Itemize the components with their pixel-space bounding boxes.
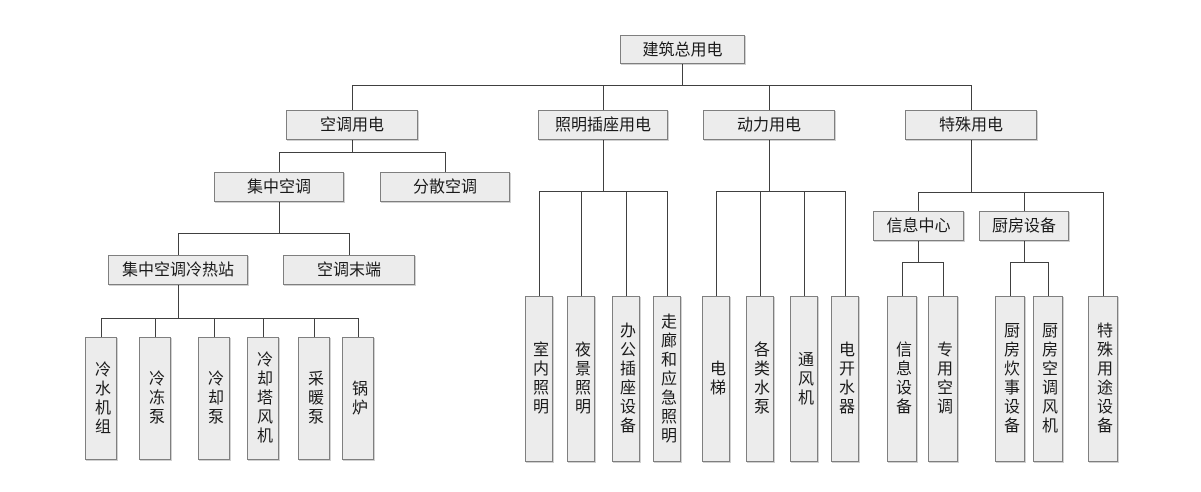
- connector-line: [626, 191, 627, 296]
- connector-line: [804, 191, 805, 296]
- connector-line: [769, 85, 770, 110]
- node-chilled-water-pump: 冷冻泵: [139, 337, 171, 460]
- connector-line: [902, 262, 903, 296]
- connector-line: [682, 64, 683, 85]
- connector-line: [539, 191, 540, 296]
- node-hvac-terminal: 空调末端: [283, 255, 415, 285]
- node-hvac: 空调用电: [286, 110, 418, 140]
- connector-line: [539, 191, 667, 192]
- connector-line: [178, 285, 179, 318]
- node-cooling-tower-fan: 冷却塔风机: [247, 337, 279, 460]
- connector-line: [1103, 192, 1104, 296]
- connector-line: [178, 233, 179, 255]
- connector-line: [352, 85, 971, 86]
- connector-line: [769, 140, 770, 191]
- node-building-total: 建筑总用电: [620, 35, 745, 64]
- connector-line: [349, 233, 350, 255]
- connector-line: [352, 140, 353, 152]
- connector-line: [603, 140, 604, 191]
- connector-line: [918, 241, 919, 262]
- node-cooling-water-pump: 冷却泵: [198, 337, 230, 460]
- node-special: 特殊用电: [905, 110, 1037, 140]
- connector-line: [716, 191, 845, 192]
- connector-line: [178, 233, 349, 234]
- connector-line: [943, 262, 944, 296]
- connector-line: [263, 318, 264, 337]
- node-central-hvac: 集中空调: [214, 172, 344, 202]
- node-info-center: 信息中心: [873, 211, 964, 241]
- node-chiller-unit: 冷水机组: [85, 337, 117, 460]
- node-special-purpose-equipment: 特殊用途设备: [1088, 296, 1118, 462]
- node-distributed-hvac: 分散空调: [380, 172, 510, 202]
- connector-line: [279, 202, 280, 233]
- connector-line: [279, 152, 280, 172]
- connector-line: [1048, 262, 1049, 296]
- node-power: 动力用电: [703, 110, 835, 140]
- connector-line: [971, 85, 972, 110]
- connector-line: [214, 318, 215, 337]
- node-dedicated-hvac: 专用空调: [928, 296, 958, 462]
- node-water-pumps: 各类水泵: [746, 296, 774, 462]
- connector-line: [845, 191, 846, 296]
- connector-line: [971, 140, 972, 192]
- node-ventilation-fan: 通风机: [790, 296, 818, 462]
- node-corridor-emergency-lighting: 走廊和应急照明: [653, 296, 681, 462]
- connector-line: [445, 152, 446, 172]
- connector-line: [101, 318, 102, 337]
- node-office-socket-equipment: 办公插座设备: [612, 296, 640, 462]
- node-electric-water-heater: 电开水器: [831, 296, 859, 462]
- connector-line: [1010, 262, 1048, 263]
- connector-line: [101, 318, 358, 319]
- connector-line: [603, 85, 604, 110]
- connector-line: [716, 191, 717, 296]
- connector-line: [902, 262, 943, 263]
- node-kitchen-equipment: 厨房设备: [979, 211, 1069, 241]
- connector-line: [581, 191, 582, 296]
- connector-line: [314, 318, 315, 337]
- connector-line: [279, 152, 445, 153]
- connector-line: [352, 85, 353, 110]
- connector-line: [155, 318, 156, 337]
- connector-line: [918, 192, 919, 211]
- connector-line: [1010, 262, 1011, 296]
- node-elevator: 电梯: [702, 296, 730, 462]
- connector-line: [760, 191, 761, 296]
- node-boiler: 锅炉: [342, 337, 374, 460]
- connector-line: [667, 191, 668, 296]
- connector-line: [1024, 241, 1025, 262]
- node-central-hvac-plant: 集中空调冷热站: [108, 255, 248, 285]
- connector-line: [1024, 192, 1025, 211]
- node-kitchen-cooking-equipment: 厨房炊事设备: [995, 296, 1025, 462]
- node-nightscape-lighting: 夜景照明: [567, 296, 595, 462]
- connector-line: [358, 318, 359, 337]
- node-lighting-sockets: 照明插座用电: [538, 110, 668, 140]
- connector-line: [918, 192, 1103, 193]
- node-indoor-lighting: 室内照明: [525, 296, 553, 462]
- node-heating-pump: 采暖泵: [298, 337, 330, 460]
- node-info-equipment: 信息设备: [887, 296, 917, 462]
- node-kitchen-hvac-fan: 厨房空调风机: [1033, 296, 1063, 462]
